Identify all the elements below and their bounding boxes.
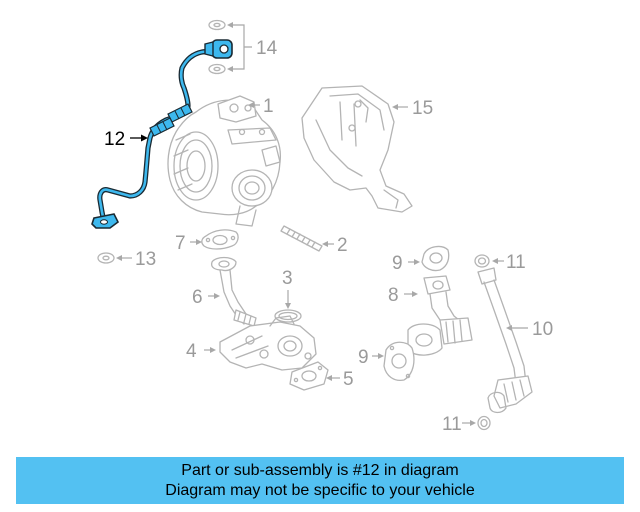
banner-line-1: Part or sub-assembly is #12 in diagram <box>181 461 459 479</box>
pipe-part-8: 8 <box>388 275 473 356</box>
gasket-part-7: 7 <box>175 229 239 254</box>
oil-line-part-12: 12 <box>91 39 233 229</box>
callout-11-upper: 11 <box>506 252 526 273</box>
heat-shield-part-15: 15 <box>301 85 433 213</box>
callout-2: 2 <box>337 235 348 256</box>
parts-diagram: 14 1 15 <box>91 19 553 435</box>
drain-pipe-part-10: 10 <box>477 267 553 414</box>
callout-7: 7 <box>175 233 186 254</box>
washer-part-14: 14 <box>208 19 278 75</box>
pipe-part-6: 6 <box>192 256 257 327</box>
callout-6: 6 <box>192 287 203 308</box>
callout-15: 15 <box>412 98 433 119</box>
callout-9-lower: 9 <box>358 347 369 368</box>
callout-14: 14 <box>256 38 278 59</box>
adapter-part-4: 4 <box>186 315 317 371</box>
callout-4: 4 <box>186 341 197 362</box>
part-info-banner: Part or sub-assembly is #12 in diagram D… <box>16 457 624 504</box>
gasket-part-5: 5 <box>289 361 354 391</box>
washer-part-13: 13 <box>97 249 156 270</box>
callout-9-upper: 9 <box>392 253 403 274</box>
callout-12: 12 <box>104 129 125 150</box>
banner-line-2: Diagram may not be specific to your vehi… <box>165 481 475 499</box>
gasket-part-9-upper: 9 <box>392 245 450 274</box>
seal-part-11-upper: 11 <box>474 252 526 273</box>
callout-5: 5 <box>343 369 354 390</box>
callout-10: 10 <box>532 319 553 340</box>
oring-part-3: 3 <box>274 268 302 323</box>
gasket-part-9-lower: 9 <box>358 341 415 382</box>
callout-1: 1 <box>263 96 274 117</box>
callout-11-lower: 11 <box>442 414 462 435</box>
callout-8: 8 <box>388 285 399 306</box>
seal-part-11-lower: 11 <box>442 414 491 435</box>
turbocharger-part-1: 1 <box>167 95 282 227</box>
callout-3: 3 <box>282 268 293 289</box>
stud-part-2: 2 <box>280 225 348 256</box>
callout-13: 13 <box>135 249 156 270</box>
